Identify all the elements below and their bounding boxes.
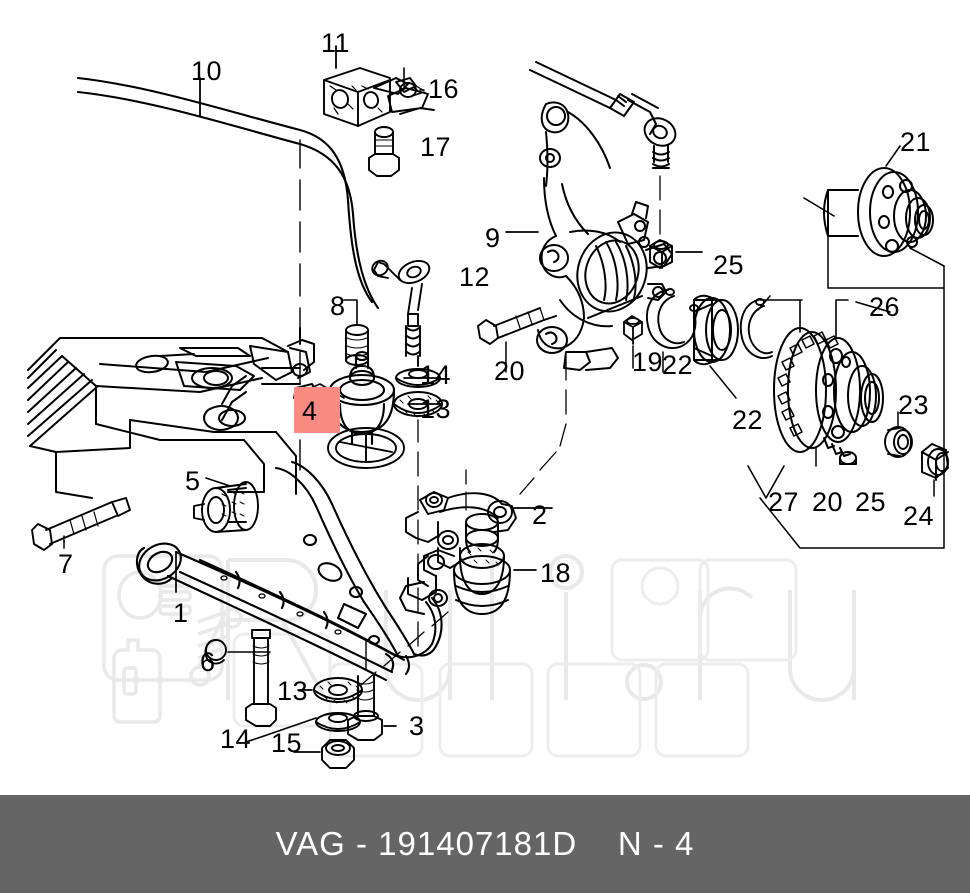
callout-number: 22 [662, 350, 694, 380]
callout-number: 18 [540, 558, 572, 588]
technical-line-drawing [27, 45, 949, 769]
callout-number: 3 [409, 711, 425, 741]
callout-number: 9 [485, 223, 501, 253]
callout-number: 8 [330, 291, 346, 321]
callout-number: 25 [713, 250, 745, 280]
callout-number: 25 [855, 487, 887, 517]
callout-number: 24 [903, 501, 935, 531]
callout-number: 19 [632, 347, 664, 377]
callout-number: 1 [173, 598, 189, 628]
callout-number: 2 [532, 500, 548, 530]
callout-number: 5 [185, 466, 201, 496]
callout-number: 22 [732, 405, 764, 435]
callout-number: 20 [812, 487, 844, 517]
callout-number: 23 [898, 390, 930, 420]
callout-number: 21 [900, 127, 932, 157]
callout-number: 11 [321, 28, 351, 58]
callout-number: 12 [459, 262, 491, 292]
callout-number: 13 [420, 394, 452, 424]
callout-number: 7 [58, 549, 74, 579]
callout-number: 10 [191, 56, 223, 86]
callout-number: 4 [302, 396, 318, 426]
callout-number: 27 [768, 487, 800, 517]
callout-number: 13 [277, 676, 309, 706]
callout-number: 16 [428, 74, 460, 104]
callout-number: 14 [420, 360, 452, 390]
callout-number: 6 [200, 647, 216, 677]
callout-number: 20 [494, 356, 526, 386]
footer-bar: VAG - 191407181D N - 4 [0, 795, 970, 893]
callout-number: 14 [220, 724, 252, 754]
callout-number: 15 [271, 728, 303, 758]
footer-part-number: VAG - 191407181D N - 4 [275, 825, 695, 862]
callout-number: 26 [869, 292, 901, 322]
callout-number: 17 [420, 132, 452, 162]
